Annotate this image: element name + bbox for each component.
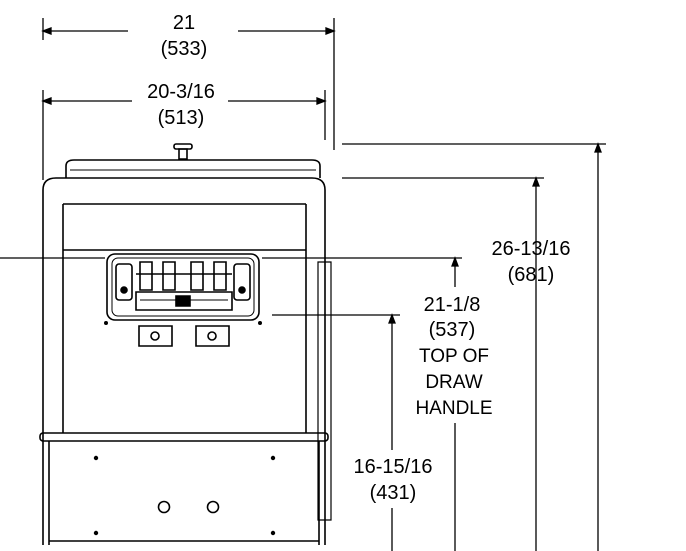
draw-handle-1 — [140, 262, 152, 290]
width-cabinet-value: 20-3/16 — [147, 81, 215, 103]
door-inner — [112, 258, 254, 316]
dimension-height-cabinet — [342, 178, 544, 551]
lower-holes — [159, 502, 219, 513]
height-total-metric: (681) — [508, 264, 555, 286]
width-total-metric: (533) — [161, 38, 208, 60]
cabinet-screws — [93, 321, 276, 536]
center-spout — [176, 296, 190, 306]
width-total-arrow-left — [43, 28, 51, 34]
draw-handle-value: 21-1/8 — [424, 294, 481, 316]
nameplates — [139, 326, 229, 346]
nameplate-left-hole — [151, 332, 159, 340]
height-cabinet-arrow-top — [533, 178, 539, 186]
draw-handle-label-line-3: HANDLE — [415, 398, 492, 419]
height-total-arrow-top — [595, 144, 601, 152]
machine-body — [40, 144, 331, 545]
dimension-height-spout — [272, 315, 400, 551]
prime-plug-left — [116, 264, 132, 300]
prime-plug-right — [234, 264, 250, 300]
valve-body — [136, 292, 232, 310]
hole-right — [208, 502, 219, 513]
prime-plug-left-dot — [121, 287, 127, 293]
width-cabinet-arrow-left — [43, 98, 51, 104]
screw-panel-right — [258, 321, 262, 325]
draw-handle-label-line-1: TOP OF — [419, 346, 489, 367]
lid-knob-stem — [179, 149, 187, 159]
hopper-lid — [66, 160, 320, 178]
width-cabinet-arrow-right — [317, 98, 325, 104]
cabinet-outline — [43, 178, 325, 545]
screw-panel-left — [104, 321, 108, 325]
draw-handle-arrow-top — [452, 258, 458, 266]
dimension-height-total — [342, 144, 606, 551]
spout-arrow-top — [389, 315, 395, 323]
nameplate-right — [196, 326, 229, 346]
prime-plug-right-dot — [239, 287, 245, 293]
screw-lower-right — [270, 530, 276, 536]
door-outer — [107, 254, 259, 320]
height-total-value: 26-13/16 — [492, 238, 571, 260]
screw-lower-left — [93, 530, 99, 536]
dimension-width-cabinet — [43, 90, 325, 180]
draw-handle-4 — [214, 262, 226, 290]
side-panel — [318, 262, 331, 520]
dimension-height-draw-handle — [0, 258, 462, 551]
draw-handle-metric: (537) — [429, 319, 476, 341]
spout-value: 16-15/16 — [354, 456, 433, 478]
screw-upper-right — [270, 455, 276, 461]
width-total-arrow-right — [326, 28, 334, 34]
hole-left — [159, 502, 170, 513]
nameplate-right-hole — [208, 332, 216, 340]
draw-handle-3 — [191, 262, 203, 290]
spout-metric: (431) — [370, 482, 417, 504]
draw-door-assembly — [107, 254, 259, 320]
width-cabinet-metric: (513) — [158, 107, 205, 129]
drip-ledge — [40, 433, 328, 441]
dimension-width-total — [43, 18, 334, 150]
width-total-value: 21 — [173, 12, 195, 34]
screw-upper-left — [93, 455, 99, 461]
draw-handle-label-line-2: DRAW — [425, 372, 482, 393]
draw-handle-2 — [163, 262, 175, 290]
nameplate-left — [139, 326, 172, 346]
